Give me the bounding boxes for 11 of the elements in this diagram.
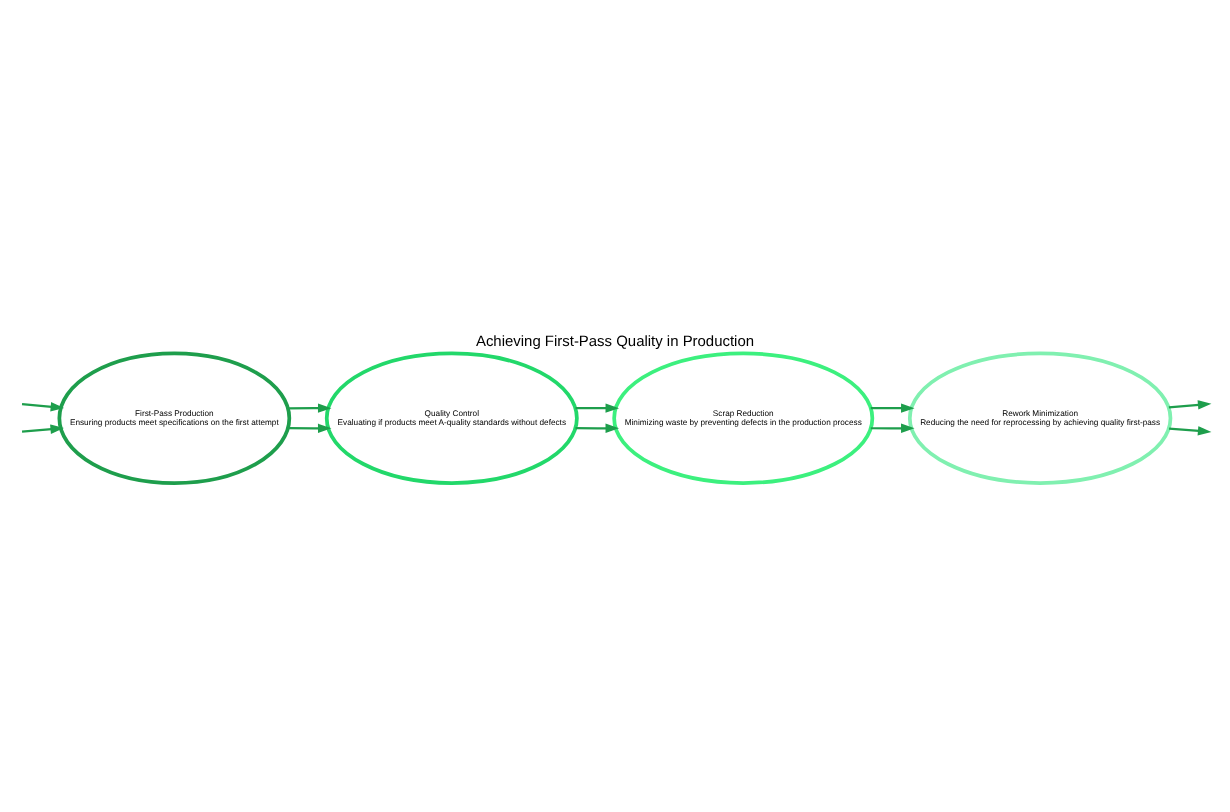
arrow [21, 423, 64, 433]
arrow [575, 422, 620, 433]
diagram-title: Achieving First-Pass Quality in Production [475, 330, 755, 349]
arrow [288, 402, 332, 412]
arrow [1169, 425, 1212, 435]
arrow [288, 422, 332, 433]
arrow [575, 402, 620, 412]
arrow [1168, 399, 1212, 409]
arrow [21, 401, 65, 411]
arrow [870, 422, 915, 433]
arrow [870, 402, 915, 412]
